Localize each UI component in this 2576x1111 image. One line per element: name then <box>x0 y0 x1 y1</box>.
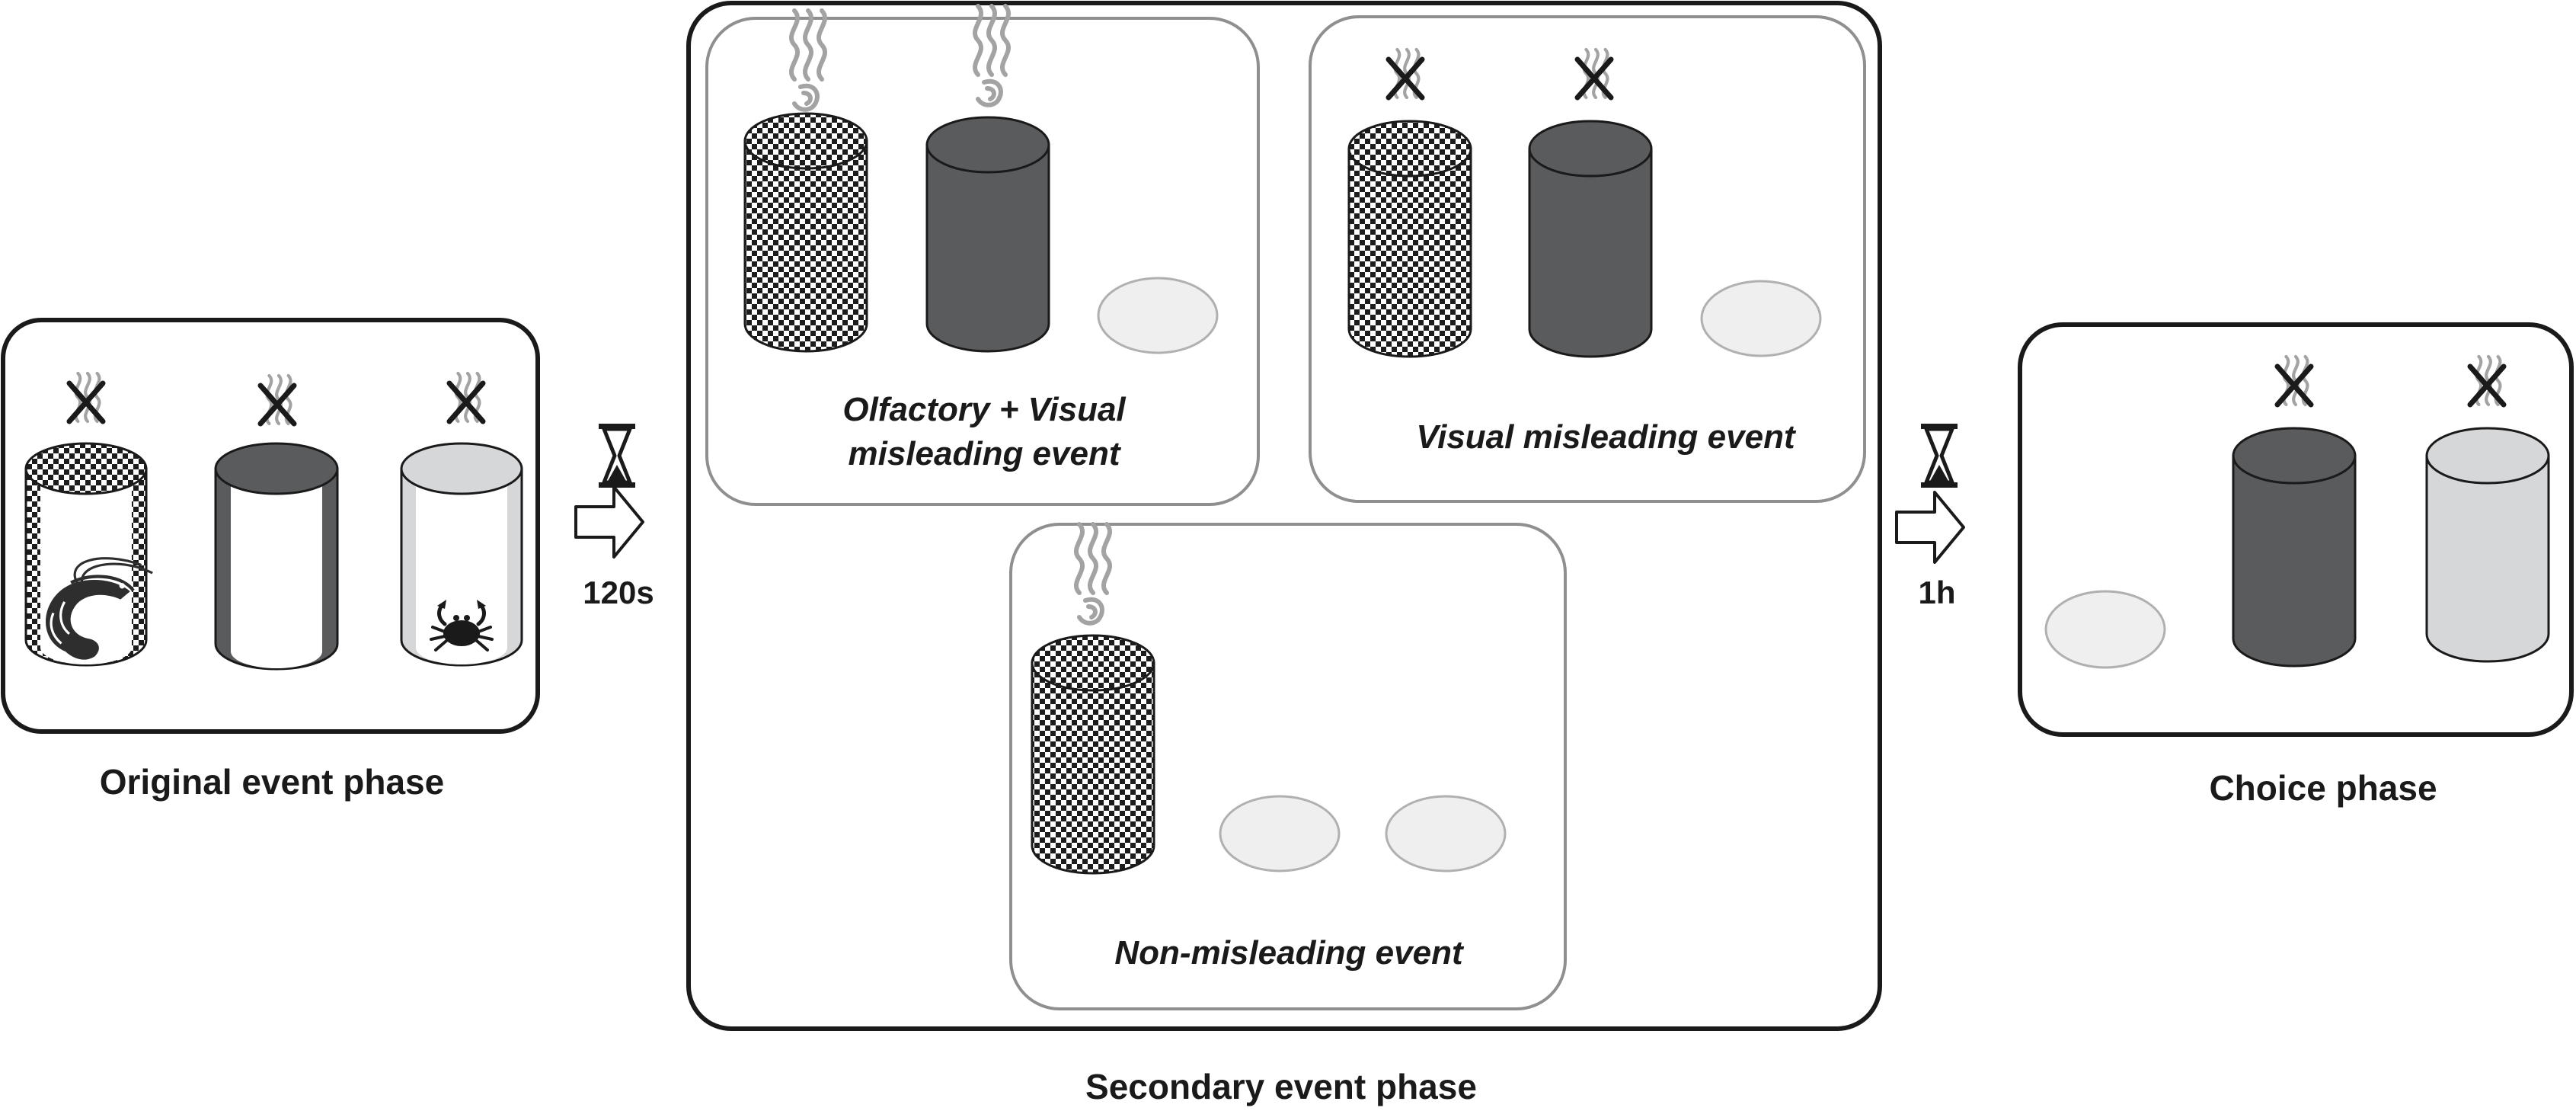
olfactory-visual-label-line2: misleading event <box>848 435 1121 472</box>
olfactory-visual-label-line1: Olfactory + Visual <box>842 391 1126 428</box>
choice-phase-label: Choice phase <box>2209 768 2437 808</box>
arrow-icon <box>574 485 644 559</box>
checkered-cylinder <box>1031 634 1155 692</box>
checkered-cylinder <box>24 442 152 667</box>
checkered-cylinder <box>743 112 868 170</box>
visual-misleading-panel: Visual misleading event <box>1309 15 1866 503</box>
light-cylinder <box>2425 427 2550 485</box>
checkered-cylinder <box>1347 120 1472 178</box>
light-cylinder <box>400 442 523 667</box>
hourglass-icon <box>599 424 635 488</box>
delay-1h-label: 1h <box>1918 575 1955 610</box>
dark-cylinder <box>214 442 339 671</box>
arrow-icon <box>1895 491 1965 564</box>
empty-plate <box>1219 795 1341 872</box>
empty-plate <box>1097 277 1219 354</box>
choice-panel <box>2018 322 2574 737</box>
hourglass-icon <box>1921 424 1958 488</box>
dark-cylinder <box>1528 120 1653 178</box>
delay-120s-label: 120s <box>583 575 654 610</box>
visual-misleading-label: Visual misleading event <box>1416 418 1797 456</box>
original-phase-label: Original event phase <box>100 762 444 802</box>
dark-cylinder <box>2232 427 2357 485</box>
non-misleading-label: Non-misleading event <box>1114 934 1465 972</box>
non-misleading-panel: Non-misleading event <box>1009 523 1567 1010</box>
empty-plate <box>2044 590 2166 669</box>
empty-plate <box>1385 795 1507 872</box>
secondary-phase-label: Secondary event phase <box>1085 1067 1477 1106</box>
original-event-panel <box>1 318 540 734</box>
olfactory-visual-panel: Olfactory + Visual misleading event <box>705 6 1260 506</box>
dark-cylinder <box>925 116 1050 174</box>
empty-plate <box>1700 280 1822 357</box>
